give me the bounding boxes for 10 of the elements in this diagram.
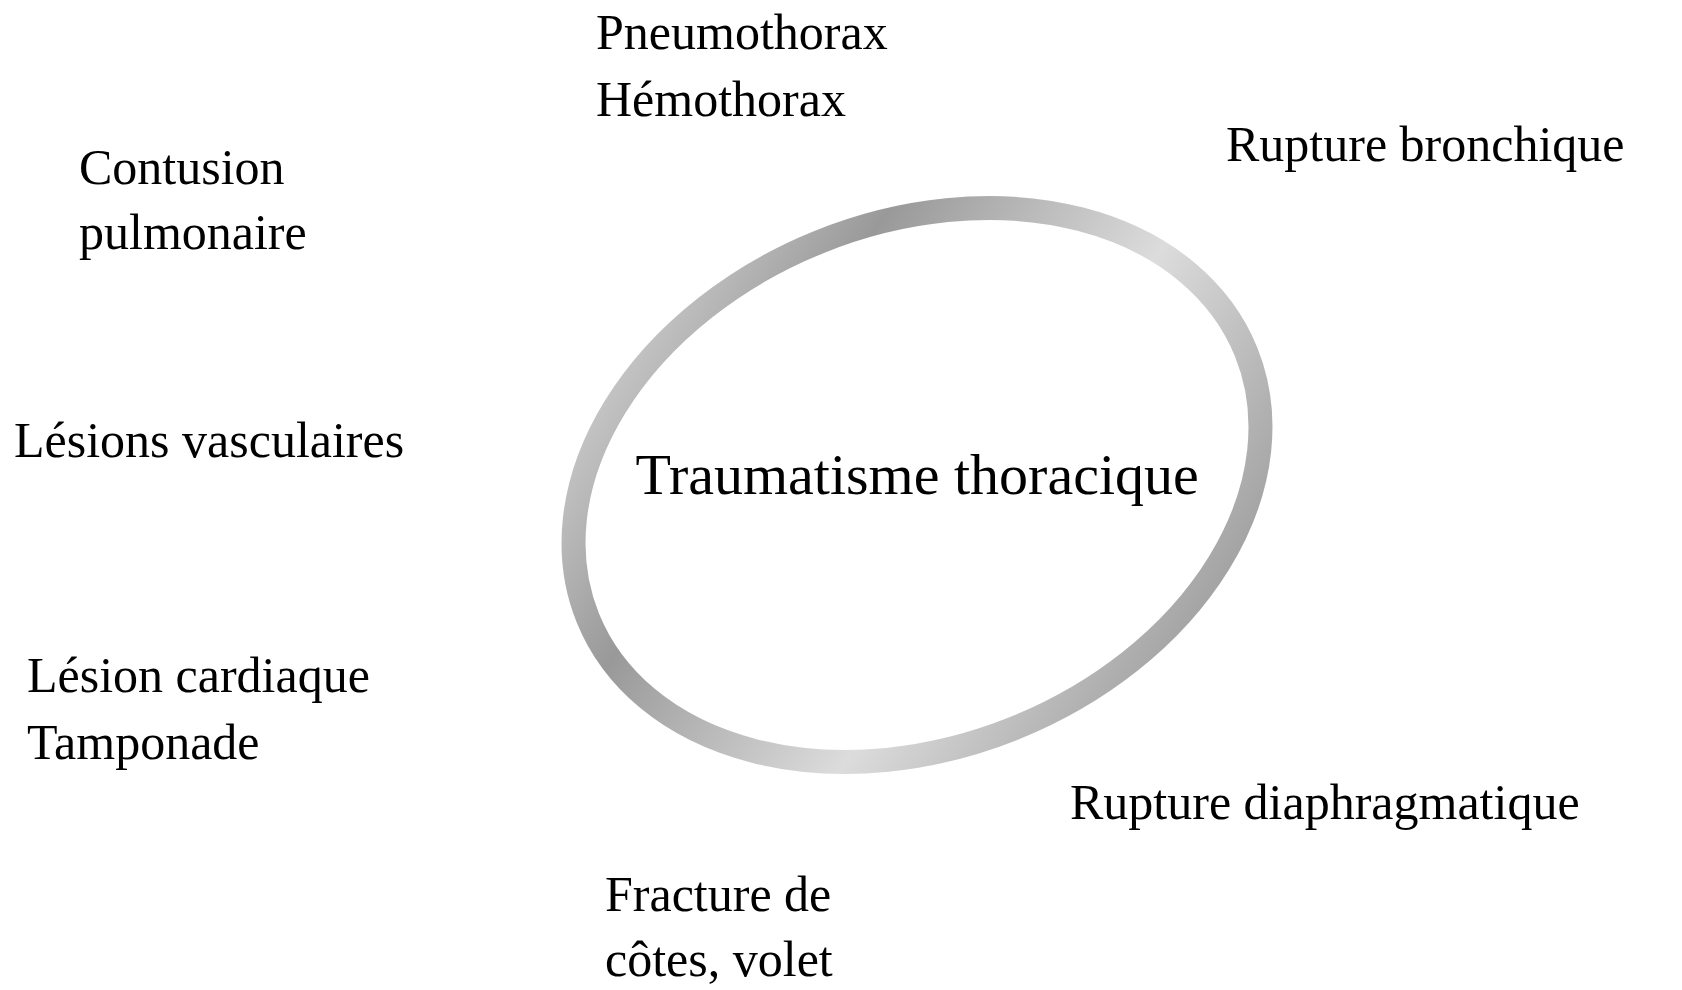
label-text: Lésions vasculaires [14,411,405,470]
label-text: Lésion cardiaque [27,646,370,705]
label-text: Pneumothorax [596,3,888,62]
label-text: Tamponade [27,713,260,772]
label-text: Fracture de côtes, volet [605,865,834,989]
label-text: Rupture diaphragmatique [1070,773,1580,832]
label-text: Hémothorax [596,70,846,129]
label-text: Contusion pulmonaire [79,138,308,262]
label-text: Rupture bronchique [1226,115,1625,174]
center-title: Traumatisme thoracique [635,441,1199,509]
